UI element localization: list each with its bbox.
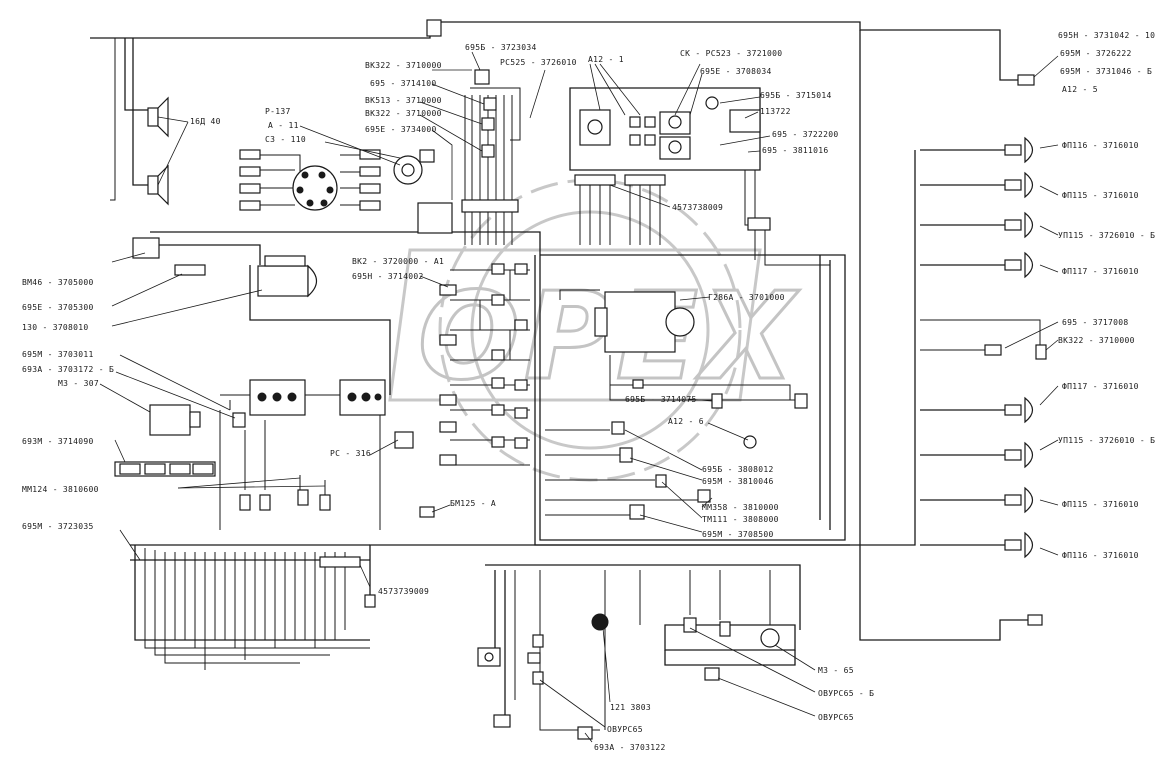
headlamp-icon <box>1004 251 1034 279</box>
relay-block <box>339 379 386 416</box>
label-4573738009-top: 4573738009 <box>672 203 723 212</box>
label-693m-3714090: 693М - 3714090 <box>22 437 94 446</box>
label-rs525-3726010: РС525 - 3726010 <box>500 58 577 67</box>
relay-block <box>249 379 306 416</box>
label-a12-6: А12 - 6 <box>668 417 704 426</box>
label-695-3717008: 695 - 3717008 <box>1062 318 1129 327</box>
label-fp116-1: ФП116 - 3716010 <box>1062 141 1139 150</box>
label-r137: Р-137 <box>265 107 291 116</box>
label-695m-3810046: 695М - 3810046 <box>702 477 774 486</box>
label-sk-rs523: СК - РС523 - 3721000 <box>680 49 782 58</box>
label-up115-1: УП115 - 3726010 - Б <box>1058 231 1155 240</box>
label-693a-3703122: 693А - 3703122 <box>594 743 666 752</box>
label-ovurs65-a: ОВУРС65 <box>607 725 643 734</box>
label-693a-3703172: 693А - 3703172 - Б <box>22 365 114 374</box>
ignition-switch-icon <box>292 165 338 211</box>
label-695b-3715014: 695Б - 3715014 <box>760 91 832 100</box>
label-4573739009-bot: 4573739009 <box>378 587 429 596</box>
headlamp-icon <box>1004 211 1034 239</box>
speaker-icon <box>147 164 169 206</box>
headlamp-icon <box>1004 171 1034 199</box>
headlamp-icon <box>1004 441 1034 469</box>
headlamp-icon <box>1004 486 1034 514</box>
label-695n-3714002: 695Н - 3714002 <box>352 272 424 281</box>
label-fp115-1: ФП115 - 3716010 <box>1062 191 1139 200</box>
label-121-3803: 121 3803 <box>610 703 651 712</box>
headlamp-icon <box>1004 136 1034 164</box>
headlamp-icon <box>1004 396 1034 424</box>
label-695e-3734000: 695Е - 3734000 <box>365 125 437 134</box>
label-a12-1: А12 - 1 <box>588 55 624 64</box>
label-m3-307: М3 - 307 <box>58 379 99 388</box>
label-a12-5: А12 - 5 <box>1062 85 1098 94</box>
label-113722: 113722 <box>760 107 791 116</box>
label-a11: А - 11 <box>268 121 299 130</box>
starter-icon <box>257 255 318 298</box>
label-tm111: ТМ111 - 3808000 <box>702 515 779 524</box>
label-695-3722200: 695 - 3722200 <box>772 130 839 139</box>
label-mm124: ММ124 - 3810600 <box>22 485 99 494</box>
label-vm46: ВМ46 - 3705000 <box>22 278 94 287</box>
label-m3-65: М3 - 65 <box>818 666 854 675</box>
label-s3-110: С3 - 110 <box>265 135 306 144</box>
label-fp115-2: ФП115 - 3716010 <box>1062 500 1139 509</box>
label-rs316: РС - 316 <box>330 449 371 458</box>
headlamp-icon <box>1004 531 1034 559</box>
label-695b-3808012: 695Б - 3808012 <box>702 465 774 474</box>
label-695b-3714075: 695Б - 3714075 <box>625 395 697 404</box>
label-695e-3705300: 695Е - 3705300 <box>22 303 94 312</box>
label-130-3708010: 130 - 3708010 <box>22 323 89 332</box>
label-fp117-2: ФП117 - 3716010 <box>1062 382 1139 391</box>
label-695-3714100: 695 - 3714100 <box>370 79 437 88</box>
generator-icon <box>594 291 695 353</box>
label-vk513-3710000: ВК513 - 3710000 <box>365 96 442 105</box>
label-fp116-2: ФП116 - 3716010 <box>1062 551 1139 560</box>
label-695m-3726222: 695М - 3726222 <box>1060 49 1132 58</box>
label-up115-2: УП115 - 3726010 - Б <box>1058 436 1155 445</box>
label-695b-3723034: 695Б - 3723034 <box>465 43 537 52</box>
label-mm358: ММ358 - 3810000 <box>702 503 779 512</box>
label-vk322-3710000-b: ВК322 - 3710000 <box>365 109 442 118</box>
label-vk2-3720000: ВК2 - 3720000 - А1 <box>352 257 444 266</box>
label-ovurs65-b: ОВУРС65 - Б <box>818 689 874 698</box>
label-fp117-1: ФП117 - 3716010 <box>1062 267 1139 276</box>
labels: 16Д 40 695Б - 3723034 ВК322 - 3710000 РС… <box>22 31 1155 752</box>
label-vk322-right: ВК322 - 3710000 <box>1058 336 1135 345</box>
label-vk322-3710000-top: ВК322 - 3710000 <box>365 61 442 70</box>
label-695e-3708034: 695Е - 3708034 <box>700 67 772 76</box>
label-695m-3731046: 695М - 3731046 - Б <box>1060 67 1152 76</box>
sound-signal-icon <box>393 149 435 185</box>
label-bm125a: БМ125 - А <box>450 499 496 508</box>
label-695m-3708500: 695М - 3708500 <box>702 530 774 539</box>
leader-lines <box>99 51 1059 743</box>
label-g286a: Г286А - 3701000 <box>708 293 785 302</box>
label-695n-3731042: 695Н - 3731042 - 10 <box>1058 31 1155 40</box>
label-695m-3703011: 695М - 3703011 <box>22 350 94 359</box>
label-695-3811016: 695 - 3811016 <box>762 146 829 155</box>
label-16d40: 16Д 40 <box>190 117 221 126</box>
label-695m-3723035: 695М - 3723035 <box>22 522 94 531</box>
components <box>114 19 1047 740</box>
speaker-icon <box>147 96 169 138</box>
label-ovurs65-c: ОВУРС65 <box>818 713 854 722</box>
